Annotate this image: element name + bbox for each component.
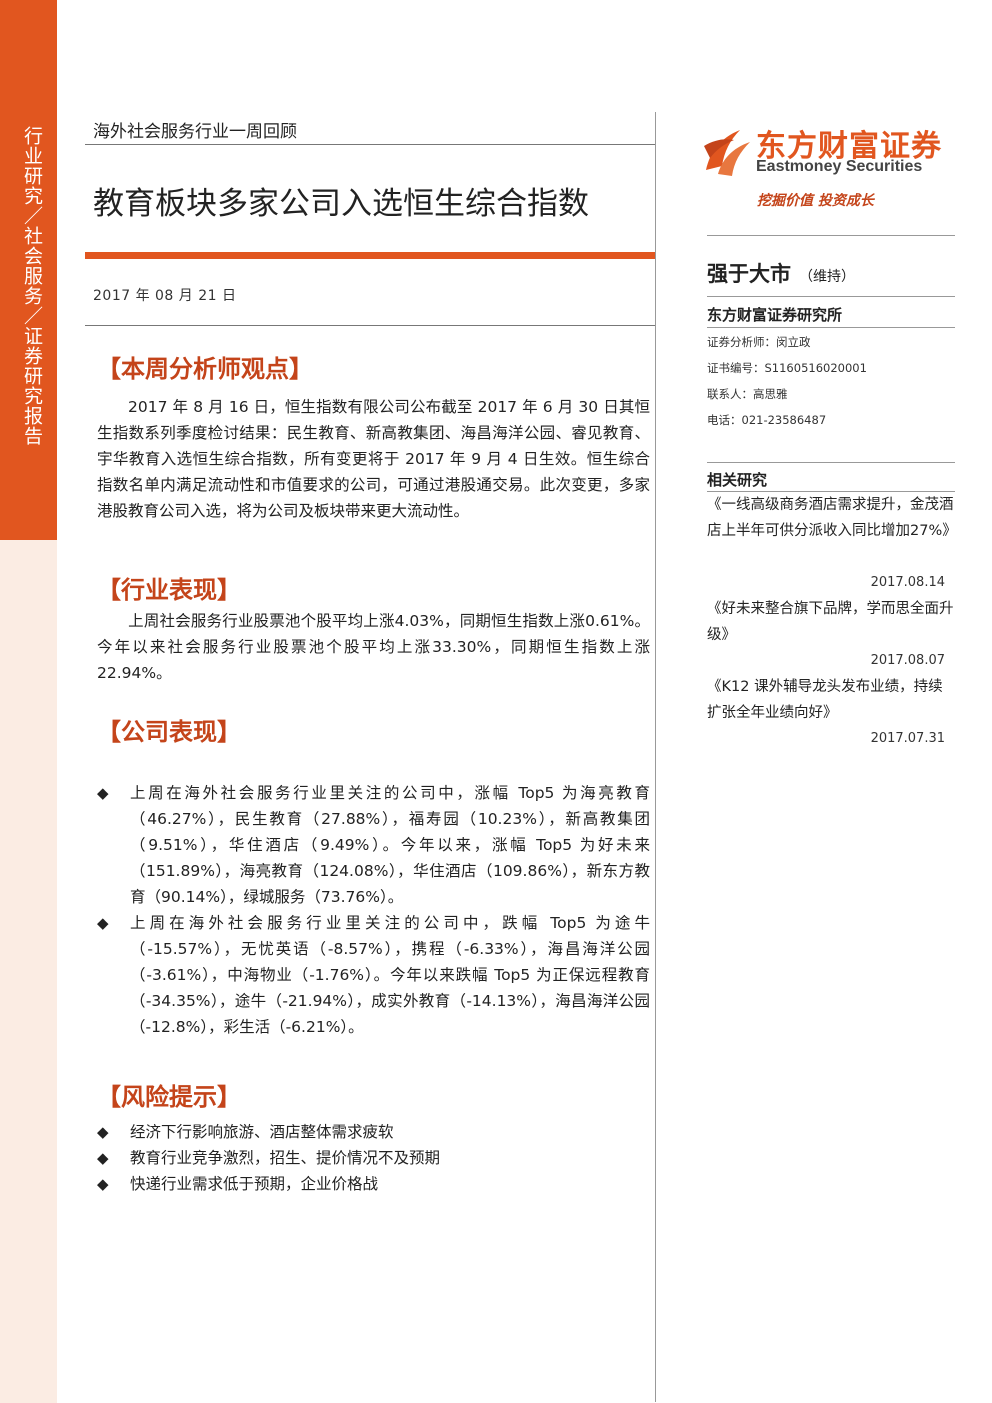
sidebar-label: 行业研究／社会服务／证券研究报告 — [21, 126, 43, 446]
institute-name: 东方财富证券研究所 — [707, 306, 843, 324]
related-report-date: 2017.07.31 — [870, 731, 945, 746]
right-divider — [707, 235, 955, 236]
related-report-title[interactable]: 《K12 课外辅导龙头发布业绩，持续扩张全年业绩向好》 — [707, 679, 943, 721]
related-report-title[interactable]: 《一线高级商务酒店需求提升，金茂酒店上半年可供分派收入同比增加27%》 — [707, 497, 957, 539]
report-subtitle: 海外社会服务行业一周回顾 — [93, 122, 297, 142]
company-bullet-text: 上周在海外社会服务行业里关注的公司中，跌幅 Top5 为途牛（-15.57%），… — [130, 914, 650, 1036]
diamond-bullet-icon: ◆ — [97, 784, 109, 802]
rating-value: 强于大市 — [707, 262, 791, 286]
rating-note: （维持） — [799, 269, 855, 285]
industry-text: 上周社会服务行业股票池个股平均上涨4.03%，同期恒生指数上涨0.61%。今年以… — [97, 612, 650, 682]
right-divider — [707, 296, 955, 297]
list-item: ◆ 教育行业竞争激烈，招生、提价情况不及预期 — [97, 1145, 650, 1171]
title-accent-bar — [85, 252, 655, 259]
eastmoney-logo-icon — [704, 130, 750, 176]
related-report-date: 2017.08.14 — [870, 575, 945, 590]
page-title: 教育板块多家公司入选恒生综合指数 — [93, 186, 589, 222]
section-heading-company: 【公司表现】 — [97, 717, 241, 746]
diamond-bullet-icon: ◆ — [97, 1149, 109, 1167]
sidebar-accent — [0, 0, 57, 540]
phone-number: 电话：021-23586487 — [707, 413, 827, 427]
rating: 强于大市 （维持） — [707, 258, 855, 288]
slogan: 挖掘价值 投资成长 — [757, 193, 874, 209]
contact-person: 联系人：高思雅 — [707, 387, 788, 401]
related-report-title[interactable]: 《好未来整合旗下品牌，学而思全面升级》 — [707, 601, 954, 643]
related-report-date: 2017.08.07 — [870, 653, 945, 668]
column-divider — [655, 112, 656, 1402]
risk-bullet-text: 教育行业竞争激烈，招生、提价情况不及预期 — [130, 1149, 441, 1167]
risk-bullet-text: 经济下行影响旅游、酒店整体需求疲软 — [130, 1123, 394, 1141]
logo-text-cn: 东方财富证券 — [756, 129, 942, 164]
right-divider — [707, 327, 955, 328]
section-heading-industry: 【行业表现】 — [97, 575, 241, 604]
logo-text-en: Eastmoney Securities — [756, 158, 923, 175]
risk-bullet-text: 快递行业需求低于预期，企业价格战 — [130, 1175, 379, 1193]
list-item: ◆ 快递行业需求低于预期，企业价格战 — [97, 1171, 650, 1197]
diamond-bullet-icon: ◆ — [97, 1175, 109, 1193]
diamond-bullet-icon: ◆ — [97, 1123, 109, 1141]
analyst-name: 证券分析师：闵立政 — [707, 335, 811, 349]
right-divider — [707, 491, 955, 492]
company-logo: 东方财富证券 Eastmoney Securities — [700, 118, 950, 188]
analyst-view-text: 2017 年 8 月 16 日，恒生指数有限公司公布截至 2017 年 6 月 … — [97, 398, 650, 520]
analyst-view-paragraph: 2017 年 8 月 16 日，恒生指数有限公司公布截至 2017 年 6 月 … — [97, 394, 650, 524]
section-heading-risk: 【风险提示】 — [97, 1082, 241, 1111]
report-date: 2017 年 08 月 21 日 — [93, 288, 237, 304]
list-item: ◆ 上周在海外社会服务行业里关注的公司中，涨幅 Top5 为海亮教育（46.27… — [97, 780, 650, 910]
list-item: ◆ 经济下行影响旅游、酒店整体需求疲软 — [97, 1119, 650, 1145]
right-divider — [707, 462, 955, 463]
company-bullet-text: 上周在海外社会服务行业里关注的公司中，涨幅 Top5 为海亮教育（46.27%）… — [130, 784, 650, 906]
list-item: ◆ 上周在海外社会服务行业里关注的公司中，跌幅 Top5 为途牛（-15.57%… — [97, 910, 650, 1040]
section-heading-analyst-view: 【本周分析师观点】 — [97, 354, 313, 383]
diamond-bullet-icon: ◆ — [97, 914, 109, 932]
date-divider — [85, 325, 655, 326]
related-research-heading: 相关研究 — [707, 471, 768, 489]
industry-paragraph: 上周社会服务行业股票池个股平均上涨4.03%，同期恒生指数上涨0.61%。今年以… — [97, 608, 650, 686]
certificate-number: 证书编号：S1160516020001 — [707, 361, 867, 375]
subtitle-divider — [85, 144, 655, 145]
